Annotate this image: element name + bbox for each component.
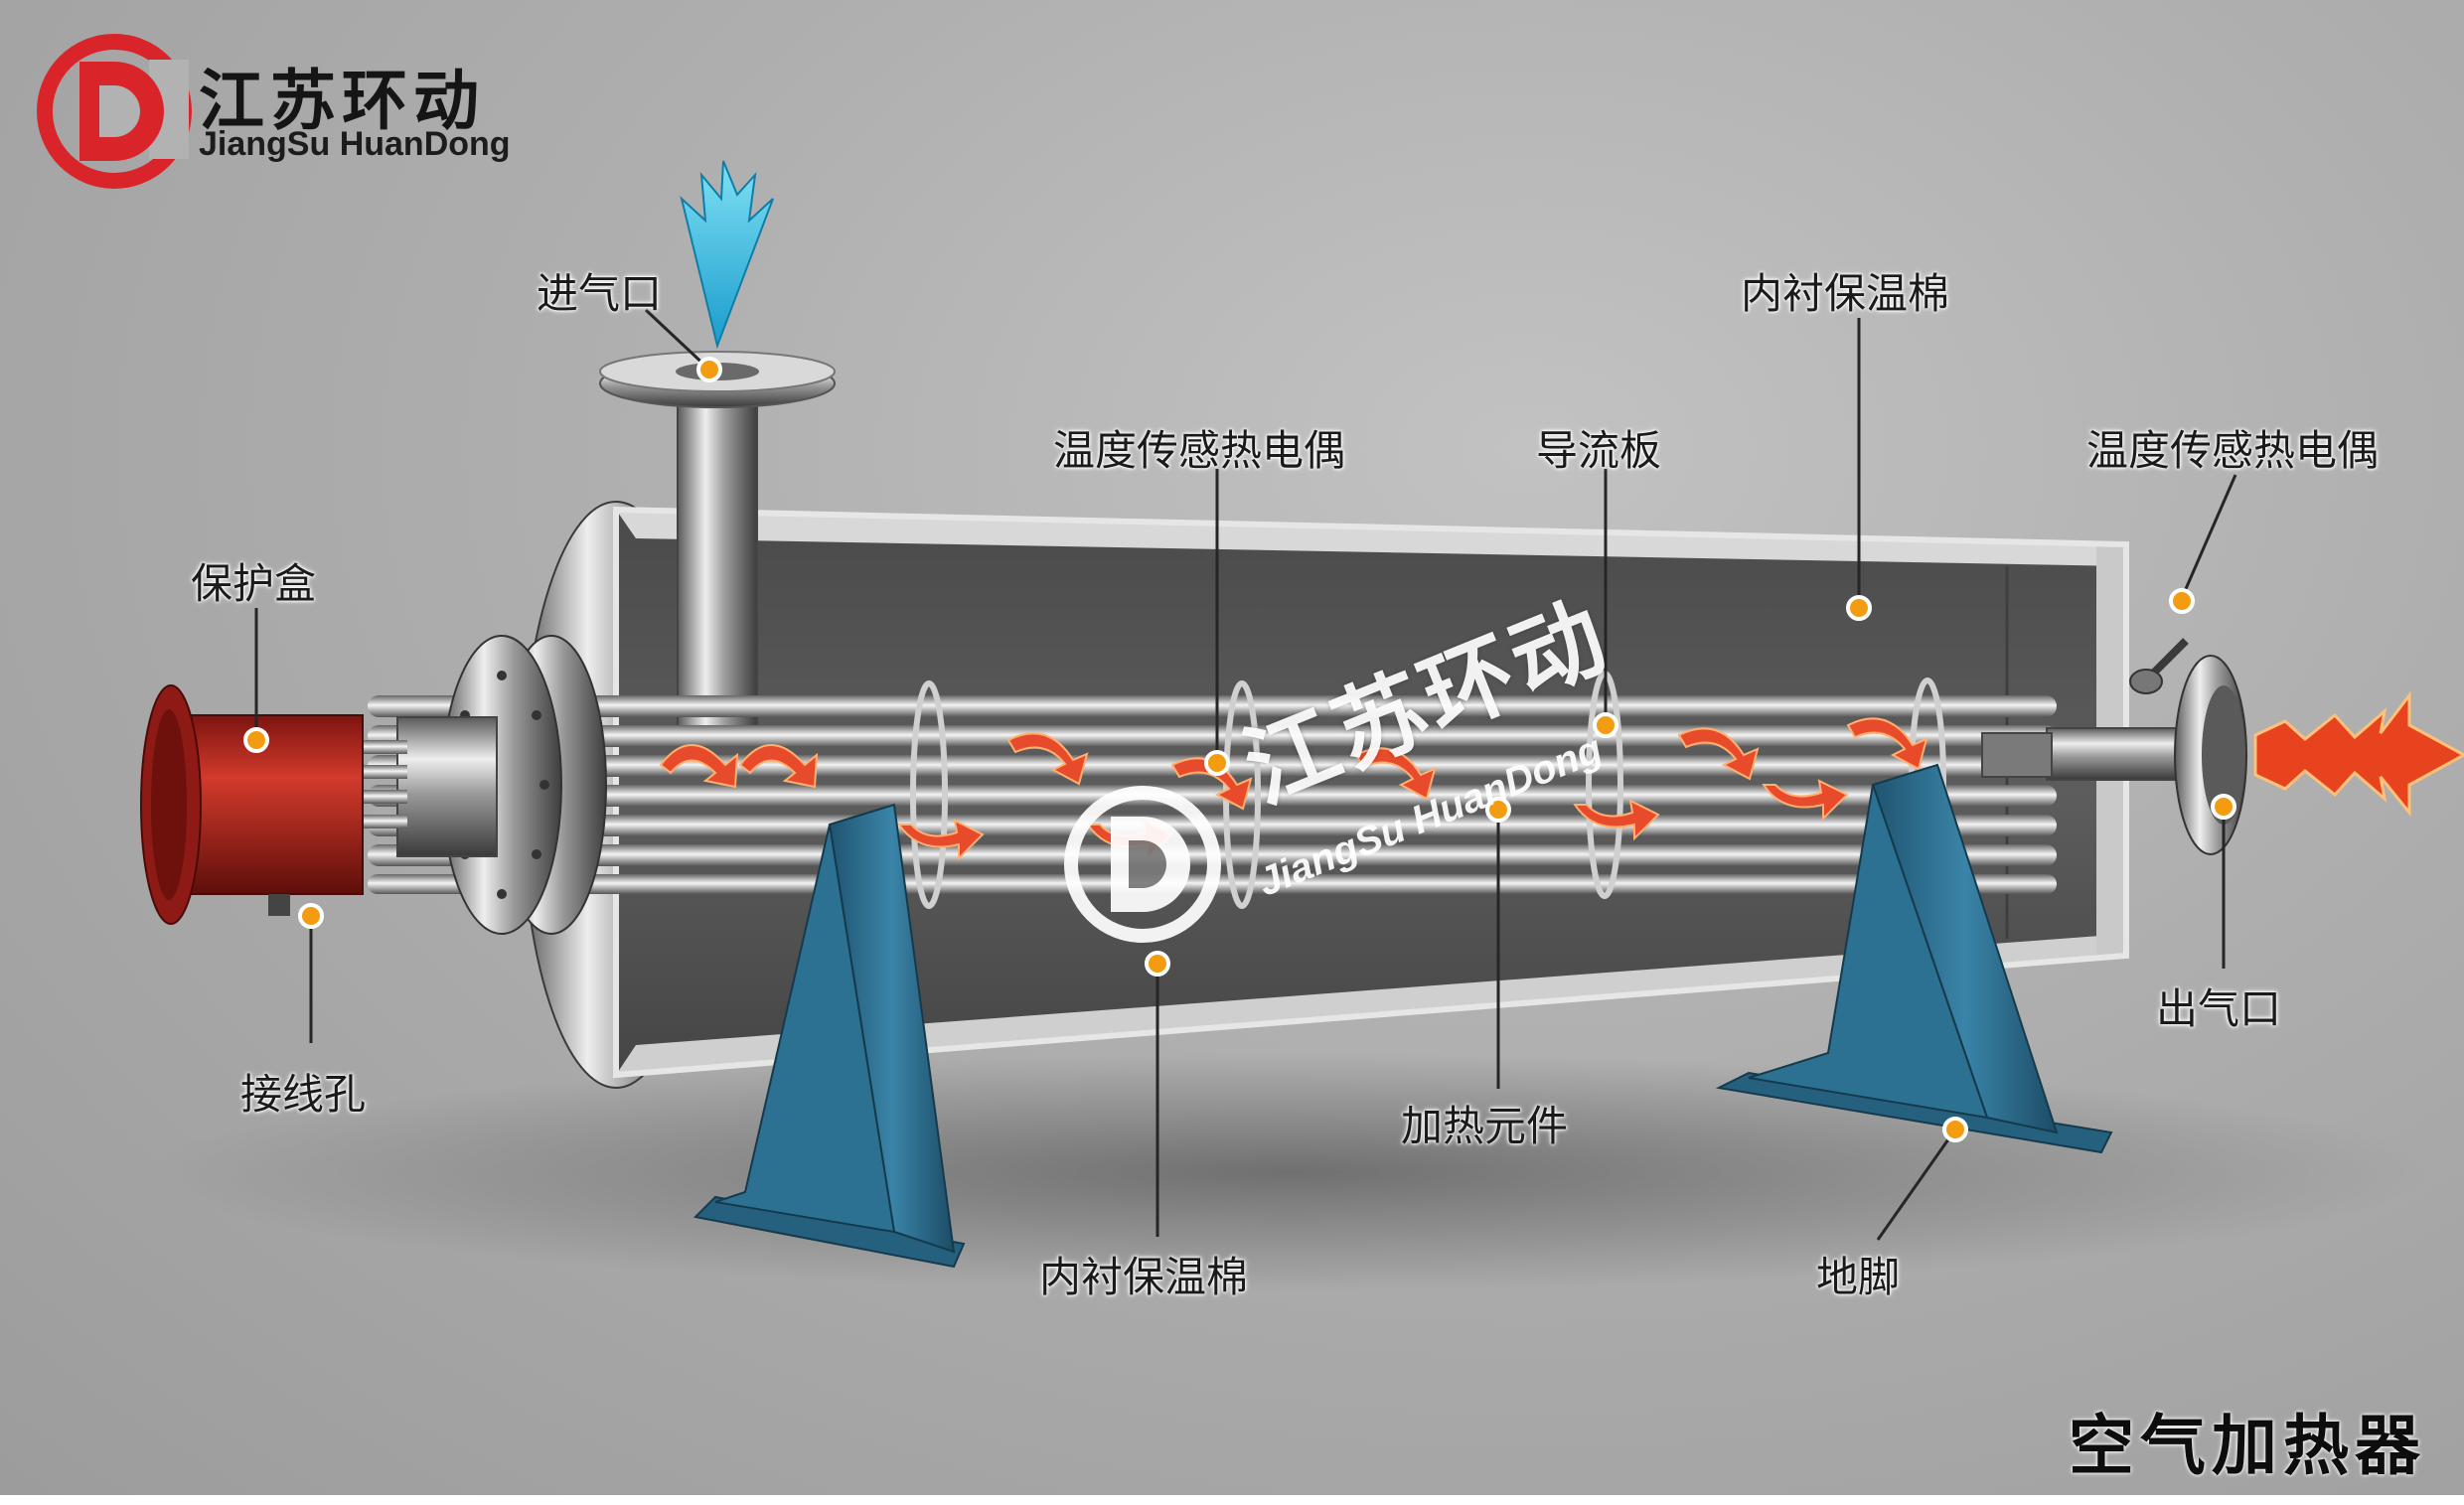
wiring-hole-port bbox=[268, 894, 290, 916]
label-heating-element: 加热元件 bbox=[1401, 1102, 1569, 1150]
label-air-inlet: 进气口 bbox=[537, 269, 663, 318]
label-inner-insulation-bottom: 内衬保温棉 bbox=[1039, 1253, 1249, 1301]
inlet-arrow-icon bbox=[680, 160, 774, 350]
floor-shadow bbox=[149, 1053, 2434, 1291]
support-feet bbox=[693, 763, 2113, 1269]
protection-box bbox=[140, 684, 364, 925]
watermark-logo-icon bbox=[1064, 786, 1221, 943]
label-baffle: 导流板 bbox=[1536, 426, 1662, 475]
brand-name-en: JiangSu HuanDong bbox=[199, 125, 511, 163]
product-title: 空气加热器 bbox=[2069, 1407, 2426, 1484]
brand-logo-icon bbox=[37, 34, 192, 189]
label-thermocouple-right: 温度传感热电偶 bbox=[2086, 426, 2380, 475]
connector-neck bbox=[396, 716, 498, 857]
thermocouple-right bbox=[2129, 638, 2189, 694]
outlet-flame-arrow-icon bbox=[2253, 690, 2464, 818]
label-feet: 地脚 bbox=[1816, 1253, 1901, 1301]
brand-name-zh: 江苏环动 bbox=[199, 63, 485, 139]
label-thermocouple-center: 温度传感热电偶 bbox=[1053, 426, 1346, 475]
label-air-outlet: 出气口 bbox=[2156, 984, 2282, 1033]
label-protection-box: 保护盒 bbox=[191, 559, 317, 608]
label-markers bbox=[243, 357, 2236, 1142]
label-wiring-hole: 接线孔 bbox=[240, 1070, 367, 1119]
label-inner-insulation-top: 内衬保温棉 bbox=[1741, 269, 1950, 318]
shell-flange bbox=[441, 635, 607, 935]
leader-lines bbox=[254, 308, 2237, 1241]
air-inlet-pipe bbox=[599, 351, 836, 728]
